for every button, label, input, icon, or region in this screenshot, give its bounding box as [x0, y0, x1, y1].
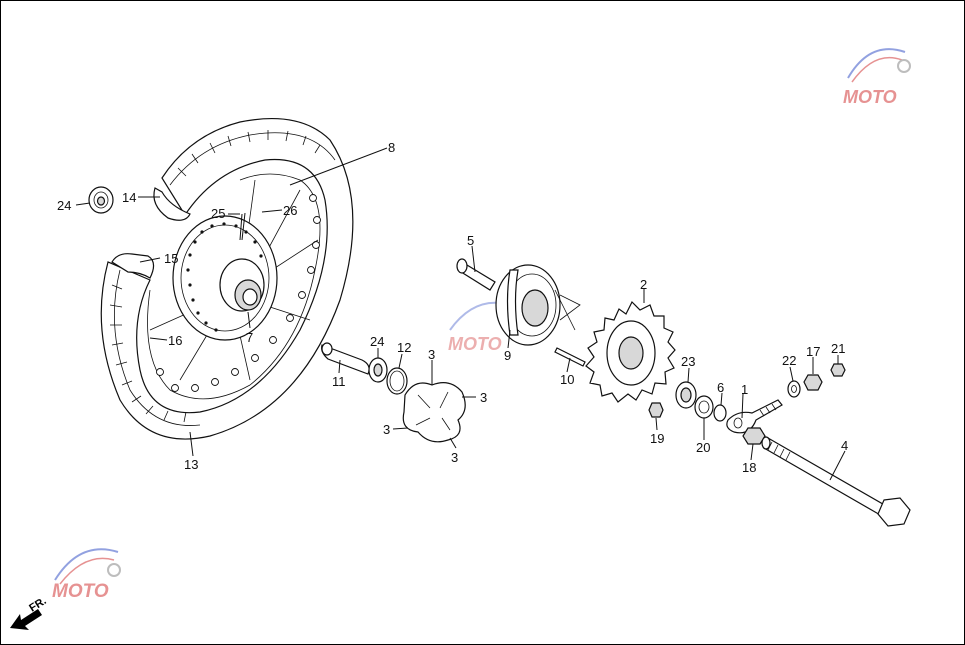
- nut-18: [742, 427, 766, 445]
- callout-17: 17: [806, 344, 820, 359]
- brake-disc-hub: [172, 215, 278, 341]
- bearing-left: [88, 186, 114, 214]
- nut-17: [803, 374, 823, 391]
- callout-10: 10: [560, 372, 574, 387]
- damper-rubbers: [402, 382, 466, 443]
- callout-21: 21: [831, 341, 845, 356]
- callout-3: 3: [451, 450, 458, 465]
- front-direction-indicator: FR.: [10, 595, 49, 630]
- spacer-collar: [321, 342, 370, 375]
- watermark-logo-top: MOTO: [843, 48, 911, 107]
- front-arrow-icon: [10, 609, 42, 630]
- callout-13: 13: [184, 457, 198, 472]
- callout-24: 24: [57, 198, 71, 213]
- callout-9: 9: [504, 348, 511, 363]
- axle: [761, 436, 911, 527]
- leader-lines: [75, 147, 846, 481]
- nut-19: [648, 402, 664, 418]
- bearing-right: [675, 381, 697, 409]
- callout-26: 26: [283, 203, 297, 218]
- callout-25: 25: [211, 206, 225, 221]
- callout-labels: 1 2 3 3 3 3 4 5 6 7 8 9 10 11 12 13 14 1…: [57, 140, 848, 475]
- callout-22: 22: [782, 353, 796, 368]
- sprocket: [585, 300, 676, 403]
- bearing-mid: [368, 357, 388, 383]
- callout-2: 2: [640, 277, 647, 292]
- watermark-text-mid: MOTO: [448, 334, 502, 354]
- callout-4: 4: [841, 438, 848, 453]
- callout-5: 5: [467, 233, 474, 248]
- watermark-text-top: MOTO: [843, 87, 897, 107]
- callout-14: 14: [122, 190, 136, 205]
- watermark-text-bottom: MOTO: [52, 581, 109, 602]
- callout-6: 6: [717, 380, 724, 395]
- stud-bolt: [554, 347, 586, 367]
- sprocket-hub: [495, 264, 581, 346]
- front-direction-label: FR.: [27, 595, 48, 615]
- watermark-logo-bottom: MOTO: [52, 548, 121, 602]
- callout-3: 3: [480, 390, 487, 405]
- circlip: [386, 367, 408, 395]
- callout-11: 11: [332, 374, 346, 389]
- callout-19: 19: [650, 431, 664, 446]
- washer-6: [713, 404, 727, 422]
- callout-8: 8: [388, 140, 395, 155]
- rim-band: [111, 187, 191, 279]
- callout-1: 1: [741, 382, 748, 397]
- callout-24: 24: [370, 334, 384, 349]
- callout-20: 20: [696, 440, 710, 455]
- rim-and-spokes: [147, 173, 321, 400]
- callout-3: 3: [383, 422, 390, 437]
- callout-16: 16: [168, 333, 182, 348]
- nut-21: [830, 363, 846, 377]
- callout-18: 18: [742, 460, 756, 475]
- washer-22: [787, 380, 801, 398]
- callout-23: 23: [681, 354, 695, 369]
- callout-7: 7: [246, 330, 253, 345]
- callout-3: 3: [428, 347, 435, 362]
- collar: [694, 395, 714, 419]
- callout-15: 15: [164, 251, 178, 266]
- callout-12: 12: [397, 340, 411, 355]
- flange-bolt: [456, 258, 496, 291]
- tyre: [100, 117, 354, 440]
